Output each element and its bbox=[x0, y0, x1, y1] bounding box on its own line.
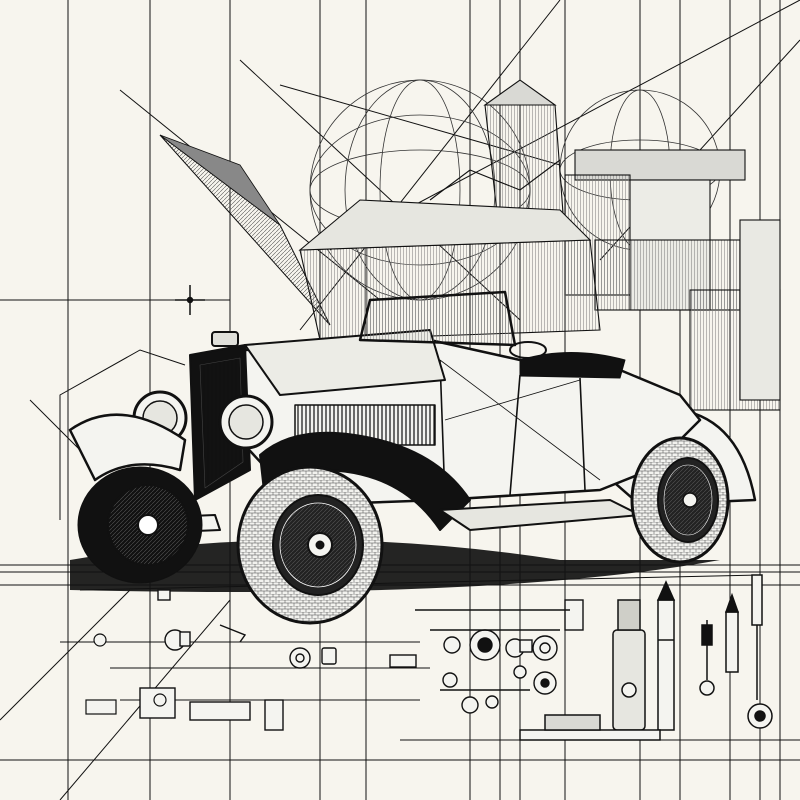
measure-dials bbox=[85, 633, 167, 715]
geometric-buildings-icon bbox=[298, 79, 781, 411]
windshield bbox=[358, 290, 517, 347]
radiator-cap bbox=[211, 331, 239, 347]
ground-shadow bbox=[70, 540, 761, 592]
front-left-wheel bbox=[77, 466, 203, 584]
drafting-tools-icon bbox=[519, 574, 773, 741]
ink-bottle bbox=[612, 629, 646, 731]
crosshair-icon bbox=[175, 285, 205, 315]
vintage-roadster-icon bbox=[68, 290, 757, 625]
pen-2 bbox=[725, 611, 739, 673]
rear-wheel bbox=[630, 436, 730, 564]
front-right-wheel bbox=[236, 465, 384, 625]
hexagon-outline bbox=[59, 349, 186, 520]
front-fender bbox=[68, 413, 187, 482]
mechanical-parts bbox=[139, 589, 584, 731]
seat-back bbox=[519, 352, 626, 379]
pen-1 bbox=[657, 599, 675, 731]
shaded-triangle-top bbox=[159, 134, 281, 226]
